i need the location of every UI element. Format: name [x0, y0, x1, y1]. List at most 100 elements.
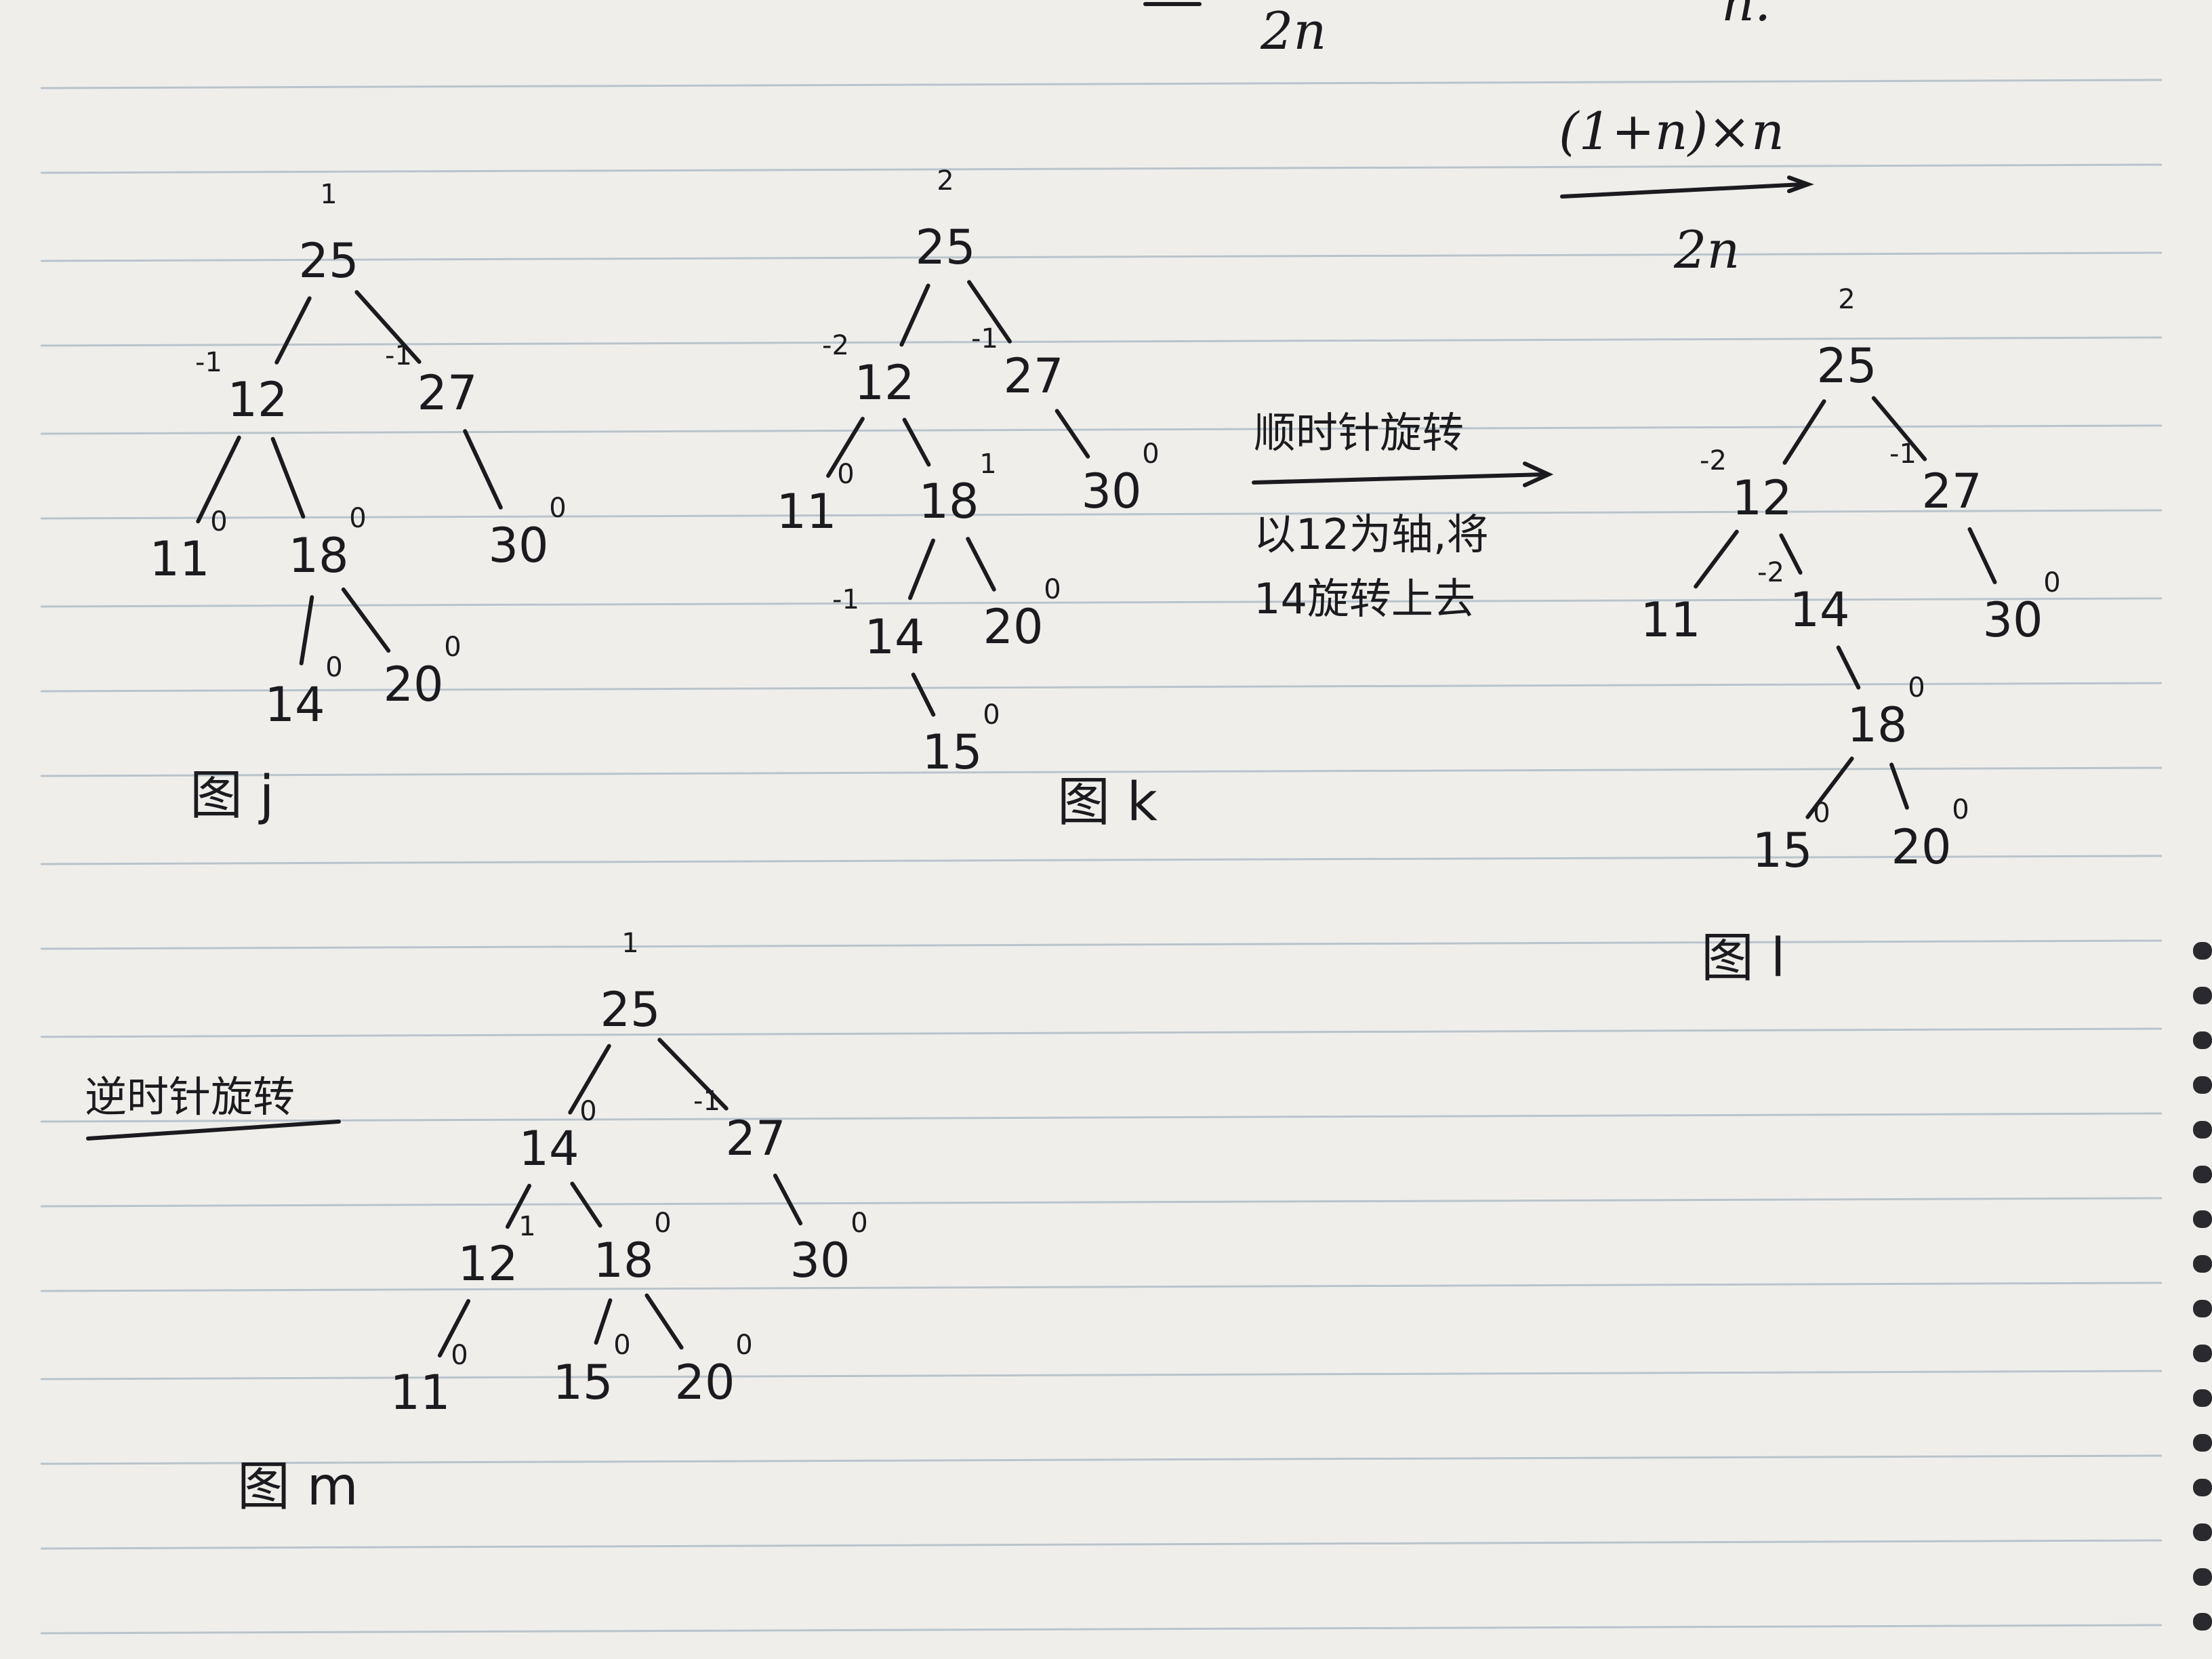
ruled-line [40, 336, 2163, 347]
balance-factor-15: 0 [613, 1330, 630, 1361]
spiral-binding [2193, 942, 2212, 1631]
balance-factor-25: 1 [621, 928, 638, 959]
balance-factor-11: 0 [837, 459, 854, 490]
spiral-ring [2193, 1166, 2212, 1183]
tree-edge-18-14 [908, 538, 935, 600]
ruled-line [40, 766, 2163, 777]
clockwise-arrow-head [1523, 462, 1554, 487]
tree-node-18: 18 [288, 528, 348, 583]
tree-edge-12-11 [1694, 529, 1739, 589]
tree-edge-25-14 [568, 1044, 611, 1115]
spiral-ring [2193, 1479, 2212, 1496]
tree-node-11: 11 [1640, 592, 1700, 648]
spiral-ring [2193, 1523, 2212, 1541]
balance-factor-27: -1 [693, 1086, 720, 1117]
balance-factor-14: 0 [325, 652, 342, 683]
tree-node-20: 20 [383, 657, 443, 712]
ruled-line [40, 939, 2163, 950]
tree-node-20: 20 [1891, 819, 1951, 875]
tree-edge-12-11 [437, 1298, 471, 1358]
tree-node-25: 25 [1816, 338, 1877, 394]
tree-edge-25-27 [1871, 396, 1927, 462]
clockwise-line-1: 以12为轴,将 [1254, 510, 1489, 559]
tree-node-25: 25 [600, 982, 660, 1038]
clockwise-title: 顺时针旋转 [1254, 408, 1464, 457]
spiral-ring [2193, 942, 2212, 960]
balance-factor-25: 2 [937, 165, 954, 197]
balance-factor-15: 0 [1813, 798, 1830, 829]
ruled-lines [40, 79, 2163, 1635]
tree-edge-27-30 [773, 1173, 803, 1226]
balance-factor-25: 2 [1838, 284, 1855, 315]
tree-edge-18-15 [594, 1298, 613, 1345]
balance-factor-27: -1 [971, 323, 998, 354]
balance-factor-11: 0 [451, 1340, 468, 1371]
tree-node-11: 11 [390, 1365, 450, 1420]
ruled-line [40, 1370, 2163, 1380]
tree-edge-25-12 [1782, 399, 1826, 465]
counterclockwise-underline [86, 1120, 341, 1141]
clockwise-note: 顺时针旋转 以12为轴,将 14旋转上去 [1252, 408, 1554, 623]
tree-node-27: 27 [1921, 464, 1982, 519]
spiral-ring [2193, 1300, 2212, 1317]
tree-edge-18-15 [1805, 756, 1854, 819]
spiral-ring [2193, 1613, 2212, 1631]
tree-node-30: 30 [1982, 592, 2043, 648]
tree-node-12: 12 [227, 372, 287, 428]
ruled-line [40, 682, 2163, 693]
balance-factor-18: 0 [349, 503, 366, 534]
tree-edge-18-20 [966, 537, 996, 592]
tree-node-12: 12 [1732, 470, 1792, 526]
formula-fraction-bar [1560, 182, 1805, 199]
counterclockwise-note: 逆时针旋转 [85, 1072, 341, 1141]
spiral-ring [2193, 1210, 2212, 1228]
tree-edge-27-30 [1967, 527, 1997, 584]
balance-factor-18: 0 [654, 1208, 671, 1239]
figure-caption-l: 图 l [1701, 928, 1785, 989]
balance-factor-12: -2 [1700, 445, 1727, 476]
ruled-line [40, 163, 2163, 174]
tree-edge-14-18 [570, 1181, 602, 1228]
ruled-line [40, 1454, 2163, 1465]
ruled-line [40, 79, 2163, 89]
tree-edge-18-14 [299, 595, 314, 665]
figure-caption-k: 图 k [1057, 772, 1158, 833]
tree-node-14: 14 [264, 677, 325, 733]
balance-factor-30: 0 [1142, 438, 1159, 470]
ruled-line [40, 1624, 2163, 1635]
tree-edge-18-20 [341, 587, 391, 653]
tree-edge-27-30 [463, 429, 503, 510]
clockwise-underline-arrow [1252, 472, 1547, 485]
spiral-ring [2193, 1389, 2212, 1407]
formula-numerator: (1+n)×n [1559, 101, 1784, 161]
tree-node-27: 27 [725, 1111, 785, 1166]
tree-edge-18-20 [644, 1293, 684, 1350]
tree-node-20: 20 [983, 599, 1043, 655]
spiral-ring [2193, 987, 2212, 1004]
tree-node-14: 14 [518, 1121, 579, 1176]
balance-factor-14: -1 [832, 584, 859, 615]
tree-edge-14-18 [1836, 645, 1861, 690]
ruled-line [40, 1282, 2163, 1292]
tree-node-20: 20 [674, 1355, 735, 1410]
balance-factor-14: 0 [579, 1096, 596, 1127]
tree-edge-14-15 [911, 672, 936, 717]
figure-caption-j: 图 j [190, 765, 274, 826]
spiral-ring [2193, 1255, 2212, 1273]
tree-node-11: 11 [149, 531, 209, 587]
balance-factor-15: 0 [983, 699, 1000, 731]
tree-node-15: 15 [552, 1355, 613, 1410]
tree-node-15: 15 [922, 724, 982, 780]
tree-node-25: 25 [915, 220, 975, 275]
tree-edge-12-11 [196, 435, 241, 524]
balance-factor-12: -2 [822, 330, 849, 361]
top-formula: 2n n. (1+n)×n 2n [1143, 0, 1814, 280]
ruled-line [40, 597, 2163, 608]
clockwise-line-2: 14旋转上去 [1254, 574, 1475, 623]
tree-edge-25-27 [354, 290, 422, 364]
tree-node-18: 18 [918, 474, 979, 529]
